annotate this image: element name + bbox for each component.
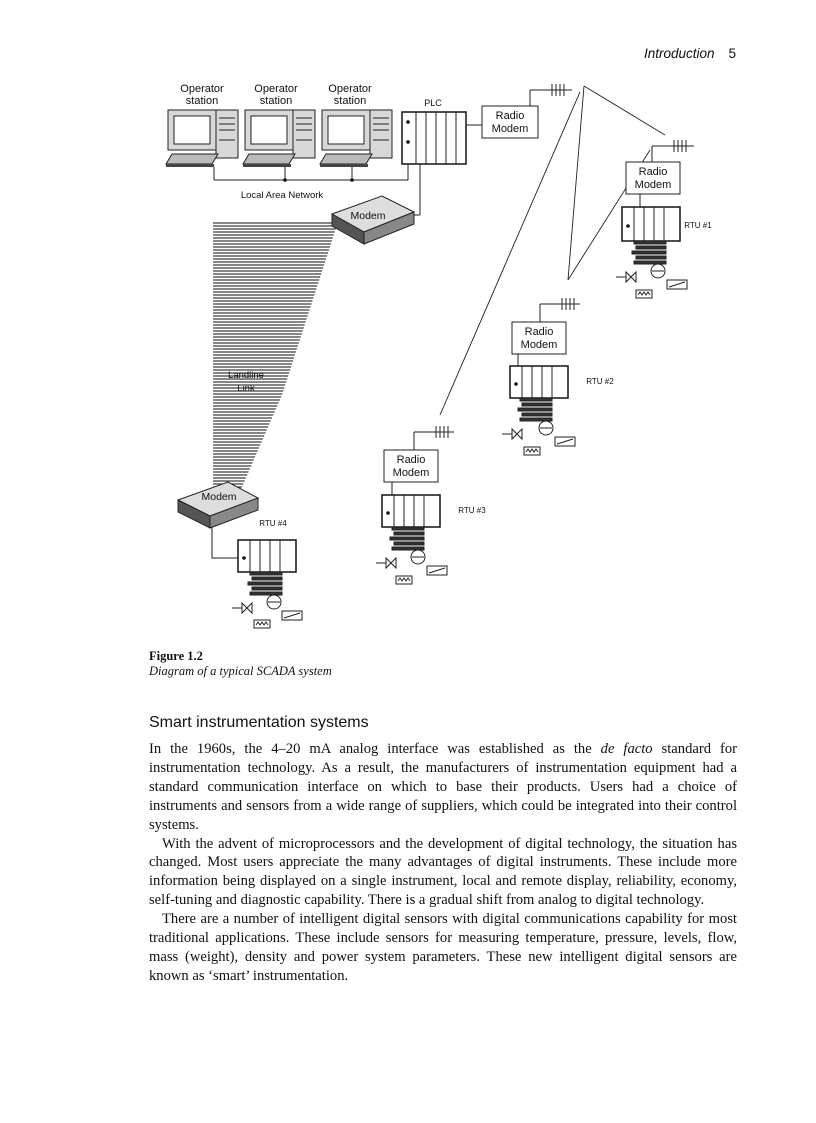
rtu2-antenna-icon [539,298,580,322]
rtu2-rack [509,365,569,399]
rtu3-radio-label-1: Radio [397,454,426,466]
figure-number: Figure 1.2 [149,649,203,663]
rtu3-radio-label-2: Modem [393,467,430,479]
radio-modem-main-label-2: Modem [492,123,529,135]
rtu1-radio-modem [625,161,681,195]
landline-label-2: Link [237,383,255,394]
radio-modem-main-label-1: Radio [496,110,525,122]
rtu4-field-devices [232,571,303,629]
rtu2-radio-label-2: Modem [521,339,558,351]
rtu3-radio-modem [383,449,439,483]
modem-top [330,195,416,245]
body-text: In the 1960s, the 4–20 mA analog interfa… [149,740,737,986]
landline-label-1: Landline [228,370,264,381]
running-head: Introduction 5 [644,46,736,61]
rtu3-rack [381,494,441,528]
rtu3-label: RTU #3 [458,506,486,515]
modem-top-label: Modem [350,210,385,222]
rtu2-label: RTU #2 [586,377,614,386]
antenna-icon [529,84,572,106]
rtu1-label: RTU #1 [684,221,712,230]
rtu1-radio-label-1: Radio [639,166,668,178]
rtu4-modem-wire [211,527,238,559]
section-heading: Smart instrumentation systems [149,714,369,731]
rtu4-label: RTU #4 [259,519,287,528]
paragraph-3: There are a number of intelligent digita… [149,911,737,984]
rtu3-field-devices [376,526,448,585]
landline-link-wedge [213,222,338,510]
rtu3-antenna-icon [413,426,454,450]
operator-station-2 [242,109,316,167]
modem-bottom-label: Modem [201,491,236,503]
operator-station-1-label-1: Operator [180,83,224,95]
rtu4-rack [237,539,297,573]
rtu2-radio-modem [511,321,567,355]
modem-bottom [176,481,260,529]
rtu1-radio-label-2: Modem [635,179,672,191]
plc-label: PLC [424,98,442,108]
operator-station-1-label-2: station [186,95,218,107]
figure-caption: Figure 1.2 Diagram of a typical SCADA sy… [149,649,332,679]
rtu1-field-devices [616,240,688,299]
figure-description: Diagram of a typical SCADA system [149,664,332,678]
operator-station-3-label-1: Operator [328,83,372,95]
rtu2-field-devices [502,397,576,456]
running-head-section: Introduction [643,46,715,61]
operator-station-2-label-1: Operator [254,83,298,95]
radio-modem-main [481,105,539,139]
operator-station-1 [165,109,239,167]
rtu2-radio-label-1: Radio [525,326,554,338]
rtu1-antenna-icon [651,140,694,162]
operator-station-2-label-2: station [260,95,292,107]
paragraph-2: With the advent of microprocessors and t… [149,835,737,909]
operator-station-3 [319,109,393,167]
paragraph-1: In the 1960s, the 4–20 mA analog interfa… [149,741,737,833]
plc-rack [401,111,467,165]
page-number: 5 [728,46,736,61]
operator-station-3-label-2: station [334,95,366,107]
rtu1-rack [621,206,681,242]
lan-label: Local Area Network [241,190,324,201]
